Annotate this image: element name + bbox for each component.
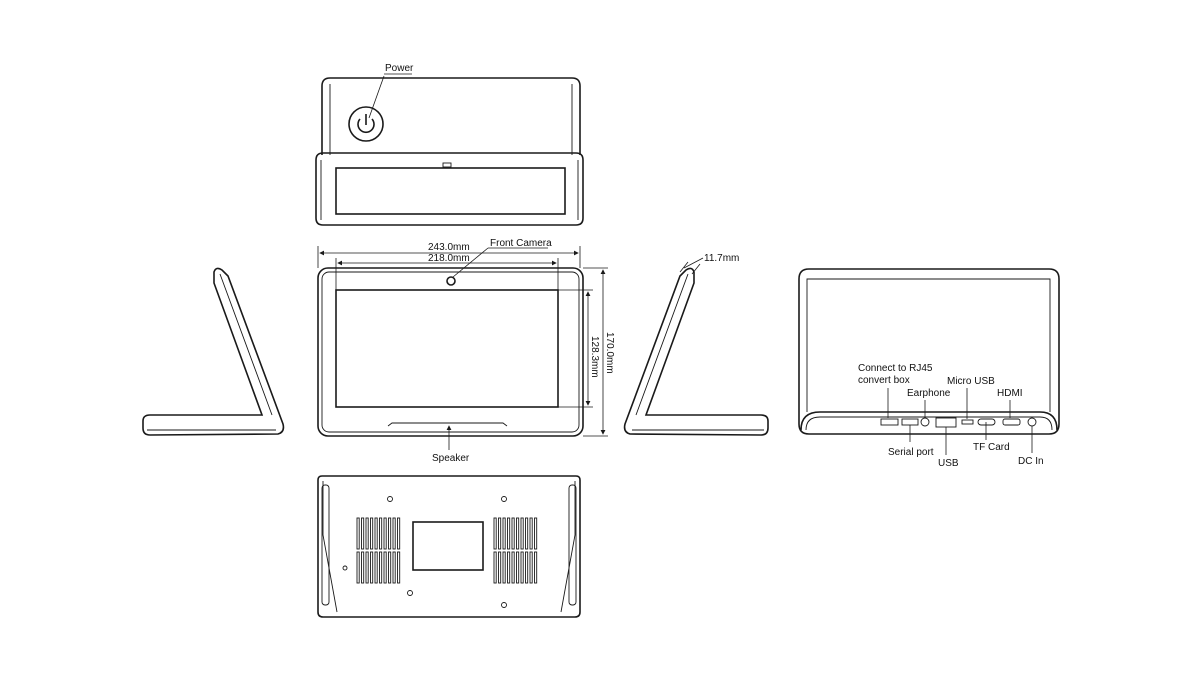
- front-camera-label: Front Camera: [490, 238, 552, 249]
- serial-port: [901, 418, 919, 426]
- vent-slot-right: [502, 517, 506, 550]
- earphone-jack: [920, 417, 930, 427]
- vent-slot-left: [370, 517, 374, 550]
- top-view: Power: [315, 63, 584, 226]
- vent-slot-right: [534, 517, 538, 550]
- height-screen-label: 128.3mm: [589, 336, 600, 378]
- vent-slot-right: [507, 551, 511, 584]
- vent-slot-left: [361, 551, 365, 584]
- vent-slot-right: [511, 551, 515, 584]
- vent-slot-left: [365, 551, 369, 584]
- vent-slot-right: [529, 551, 533, 584]
- vent-slot-right: [498, 551, 502, 584]
- vent-slot-left: [383, 517, 387, 550]
- hdmi-port: [1002, 418, 1021, 426]
- bottom-view: [317, 475, 581, 618]
- power-symbol-icon: [357, 114, 375, 134]
- vent-slot-right: [507, 517, 511, 550]
- rj45-label-line1: Connect to RJ45: [858, 363, 933, 374]
- vent-slot-left: [374, 517, 378, 550]
- thickness-label: 11.7mm: [704, 253, 739, 264]
- vent-slot-right: [529, 517, 533, 550]
- vent-slot-left: [397, 517, 401, 550]
- vent-slot-left: [361, 517, 365, 550]
- vent-slot-left: [365, 517, 369, 550]
- vent-slot-right: [511, 517, 515, 550]
- vent-slot-left: [388, 551, 392, 584]
- vent-slot-right: [493, 551, 497, 584]
- front-view: 243.0mm 218.0mm Front Camera 170.0mm 128…: [317, 238, 615, 464]
- vent-slot-left: [374, 551, 378, 584]
- vent-slot-right: [502, 551, 506, 584]
- right-side-view: 11.7mm: [623, 253, 769, 436]
- rj45-port: [880, 418, 899, 426]
- label-plate: [412, 521, 484, 571]
- vent-slot-right: [498, 517, 502, 550]
- power-button-icon: [348, 106, 384, 142]
- usb-port: [935, 417, 957, 428]
- left-side-view: [142, 267, 285, 436]
- vent-slot-right: [525, 517, 529, 550]
- vent-slot-right: [534, 551, 538, 584]
- vent-slot-right: [520, 551, 524, 584]
- vent-slot-left: [397, 551, 401, 584]
- earphone-label: Earphone: [907, 388, 951, 399]
- width-screen-label: 218.0mm: [428, 253, 470, 264]
- height-outer-label: 170.0mm: [604, 332, 615, 374]
- micro-usb-label: Micro USB: [947, 376, 995, 387]
- vent-slot-left: [356, 551, 360, 584]
- speaker-label: Speaker: [432, 453, 470, 464]
- width-outer-label: 243.0mm: [428, 242, 470, 253]
- usb-label: USB: [938, 458, 959, 469]
- vent-slot-left: [379, 551, 383, 584]
- vent-slot-left: [383, 551, 387, 584]
- dc-in-jack: [1027, 417, 1037, 427]
- rj45-label-line2: convert box: [858, 375, 910, 386]
- power-label: Power: [385, 63, 414, 74]
- screen: [335, 289, 559, 408]
- vent-slot-right: [525, 551, 529, 584]
- dc-in-label: DC In: [1018, 456, 1044, 467]
- vent-slot-right: [520, 517, 524, 550]
- tf-card-label: TF Card: [973, 442, 1010, 453]
- vent-slot-right: [516, 517, 520, 550]
- front-camera-icon: [446, 276, 456, 286]
- back-view: Connect to RJ45 convert box Earphone Mic…: [798, 268, 1060, 469]
- vent-slot-left: [392, 551, 396, 584]
- vent-slot-right: [516, 551, 520, 584]
- vent-slot-left: [388, 517, 392, 550]
- vent-slot-right: [493, 517, 497, 550]
- vent-slot-left: [370, 551, 374, 584]
- top-camera-slot: [442, 162, 452, 168]
- vent-slot-left: [379, 517, 383, 550]
- tf-card-slot: [977, 418, 996, 426]
- hdmi-label: HDMI: [997, 388, 1023, 399]
- vent-slot-left: [392, 517, 396, 550]
- serial-port-label: Serial port: [888, 447, 934, 458]
- vent-slot-left: [356, 517, 360, 550]
- micro-usb-port: [961, 419, 974, 425]
